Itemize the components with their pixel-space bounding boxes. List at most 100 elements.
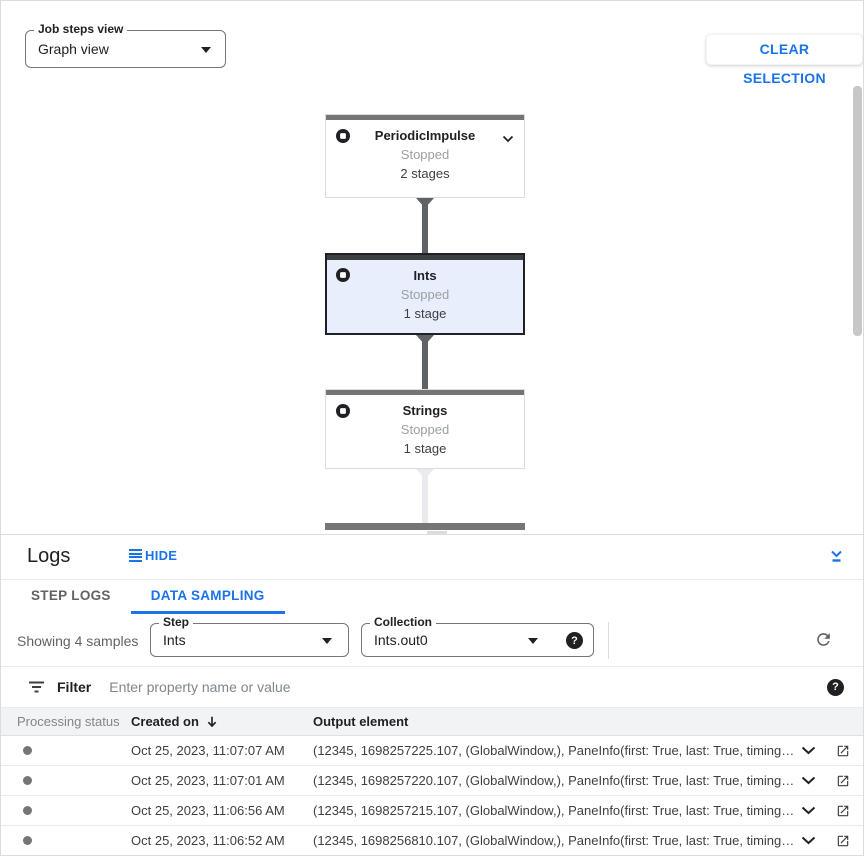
filter-input[interactable] [109,679,827,695]
open-in-new-button[interactable] [823,774,863,788]
tab-data-sampling[interactable]: DATA SAMPLING [130,580,285,614]
collapse-down-icon [831,550,842,562]
graph-edge [422,335,428,389]
node-title: Ints [413,268,437,283]
open-in-new-icon [837,805,849,816]
graph-vertical-scrollbar[interactable] [853,86,862,336]
graph-node-periodicimpulse[interactable]: PeriodicImpulse Stopped 2 stages [325,114,525,198]
expand-node-icon[interactable] [502,130,514,148]
job-steps-view-value: Graph view [38,41,109,57]
processing-status-dot [23,776,32,785]
processing-status-dot [23,806,32,815]
output-element-cell: (12345, 1698257225.107, (GlobalWindow,),… [313,743,793,758]
column-header-processing-status: Processing status [17,714,120,729]
node-top-bar [327,255,523,260]
graph-node-partial [325,523,525,530]
graph-edge-arrow-icon [416,469,434,479]
filter-bar: Filter ? [1,667,863,708]
node-top-bar [326,115,524,120]
open-in-new-button[interactable] [823,834,863,848]
showing-samples-text: Showing 4 samples [17,633,139,649]
chevron-down-icon [801,836,815,845]
graph-edge [422,198,428,253]
output-element-cell: (12345, 1698256810.107, (GlobalWindow,),… [313,833,793,848]
node-title: PeriodicImpulse [374,128,476,143]
dropdown-arrow-icon [201,47,211,53]
open-in-new-button[interactable] [823,804,863,818]
chevron-down-icon [801,746,815,755]
processing-status-dot [23,746,32,755]
step-select[interactable]: Step Ints [150,615,349,657]
node-title: Strings [402,403,448,418]
open-in-new-button[interactable] [823,744,863,758]
graph-node-partial-dash [427,531,447,534]
node-status: Stopped [400,147,450,162]
filter-help-icon[interactable]: ? [827,678,844,696]
dropdown-arrow-icon [528,638,538,644]
chevron-down-icon [801,806,815,815]
transform-icon [335,267,351,288]
expand-row-button[interactable] [793,746,823,755]
collection-select-value: Ints.out0 [374,632,428,648]
hide-panel-icon [129,549,142,562]
job-steps-view-select[interactable]: Job steps view Graph view [25,22,226,68]
job-steps-view-label: Job steps view [34,22,128,36]
graph-edge-arrow-icon [416,198,434,208]
node-status: Stopped [400,287,450,302]
logs-title: Logs [27,545,71,567]
job-graph-section: Job steps view Graph view CLEAR SELECTIO… [1,1,863,534]
logs-panel-header: Logs HIDE [1,535,863,579]
graph-node-strings[interactable]: Strings Stopped 1 stage [325,389,525,469]
open-in-new-icon [837,835,849,846]
sample-row[interactable]: Oct 25, 2023, 11:07:01 AM (12345, 169825… [1,766,863,796]
created-on-cell: Oct 25, 2023, 11:06:56 AM [131,803,285,818]
clear-selection-button[interactable]: CLEAR SELECTION [706,34,863,86]
samples-table-header: Processing status Created on Output elem… [1,708,863,736]
created-on-cell: Oct 25, 2023, 11:06:52 AM [131,833,285,848]
chevron-down-icon [801,776,815,785]
open-in-new-icon [837,775,849,786]
node-stages: 2 stages [400,166,450,181]
toolbar-divider [608,622,609,659]
output-element-cell: (12345, 1698257220.107, (GlobalWindow,),… [313,773,793,788]
collapse-panel-button[interactable] [828,547,845,567]
hide-logs-button[interactable]: HIDE [129,548,177,563]
collection-select-label: Collection [370,615,437,629]
created-on-cell: Oct 25, 2023, 11:07:07 AM [131,743,285,758]
node-top-bar [326,390,524,395]
expand-row-button[interactable] [793,776,823,785]
filter-label: Filter [57,679,92,695]
tab-step-logs[interactable]: STEP LOGS [11,580,131,614]
node-stages: 1 stage [403,441,447,456]
processing-status-dot [23,836,32,845]
dropdown-arrow-icon [322,638,332,644]
sort-descending-icon [207,716,217,727]
column-header-created-on[interactable]: Created on [131,714,313,729]
open-in-new-icon [837,745,849,756]
logs-panel: Logs HIDE STEP LOGS DATA SAMPLING Showin… [1,534,863,855]
collection-help-icon[interactable]: ? [566,632,583,649]
graph-node-ints[interactable]: Ints Stopped 1 stage [325,253,525,335]
expand-row-button[interactable] [793,836,823,845]
data-sampling-toolbar: Showing 4 samples Step Ints Collection I… [1,614,863,667]
node-status: Stopped [400,422,450,437]
node-stages: 1 stage [403,306,447,321]
transform-icon [335,403,351,424]
graph-edge-arrow-icon [416,335,434,345]
refresh-icon [817,633,830,646]
sample-row[interactable]: Oct 25, 2023, 11:06:56 AM (12345, 169825… [1,796,863,826]
collection-select[interactable]: Collection Ints.out0 ? [361,615,594,657]
sample-row[interactable]: Oct 25, 2023, 11:07:07 AM (12345, 169825… [1,736,863,766]
hide-label: HIDE [145,548,178,563]
output-element-cell: (12345, 1698257215.107, (GlobalWindow,),… [313,803,793,818]
transform-icon [335,128,351,149]
sample-row[interactable]: Oct 25, 2023, 11:06:52 AM (12345, 169825… [1,826,863,855]
created-on-cell: Oct 25, 2023, 11:07:01 AM [131,773,285,788]
step-select-value: Ints [163,632,186,648]
expand-row-button[interactable] [793,806,823,815]
graph-edge [422,469,428,523]
filter-icon [28,681,45,693]
column-header-output-element: Output element [313,714,409,729]
refresh-button[interactable] [814,630,833,652]
